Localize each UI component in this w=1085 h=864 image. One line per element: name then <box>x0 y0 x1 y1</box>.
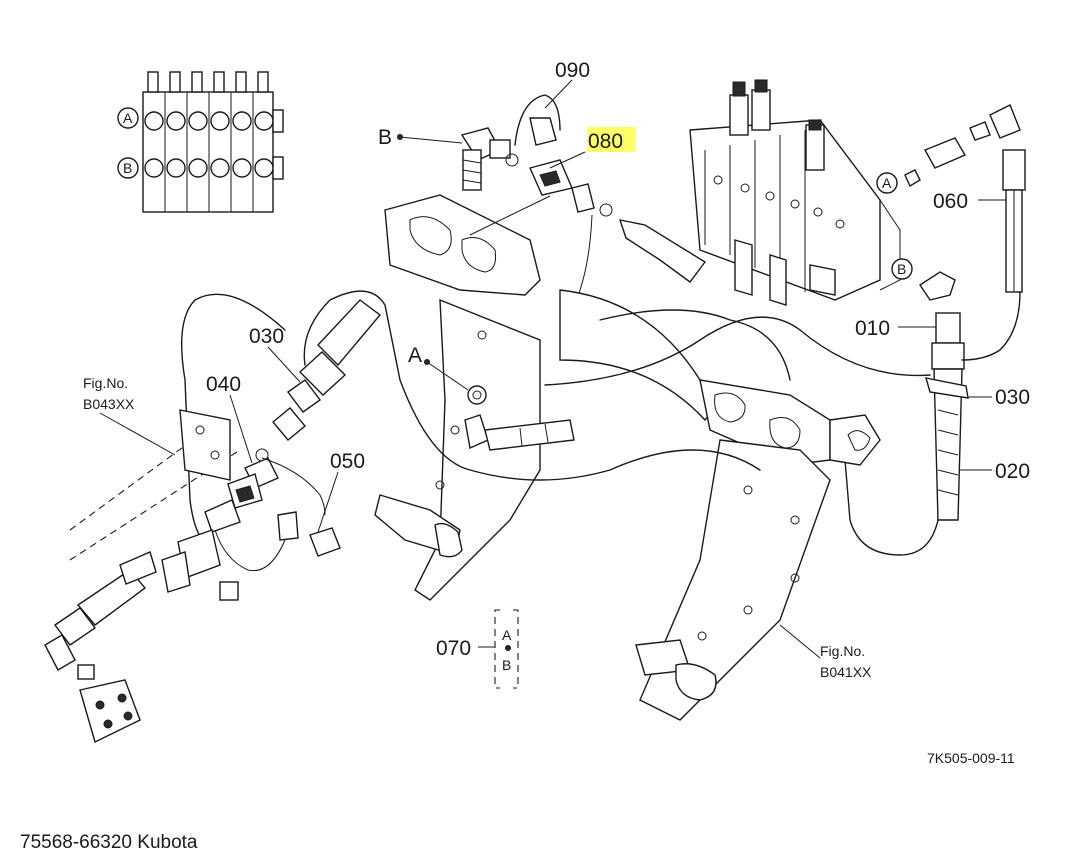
hose-assembly-020 <box>844 291 1021 556</box>
callout-080: 080 <box>588 130 623 153</box>
callout-070: 070 <box>436 637 471 660</box>
callout-030-left: 030 <box>249 325 284 348</box>
callout-050: 050 <box>330 450 365 473</box>
upper-fittings <box>460 94 707 325</box>
group-070-bracket <box>478 609 519 689</box>
fig-ref-left-label: Fig.No. <box>83 375 128 391</box>
callout-030-right: 030 <box>995 386 1030 409</box>
fig-ref-left-code: B043XX <box>83 396 135 412</box>
control-valve-assembly <box>689 79 901 306</box>
highlight-080 <box>587 127 635 152</box>
leader-lines <box>99 79 1006 659</box>
group-070-letter-a: A <box>502 627 512 643</box>
part-number-caption: 75568-66320 Kubota <box>20 832 198 853</box>
drawing-code: 7K505-009-11 <box>927 750 1015 766</box>
callout-020: 020 <box>995 460 1030 483</box>
group-070-letter-b: B <box>502 657 511 673</box>
cap-090 <box>529 117 557 146</box>
fig-ref-right-label: Fig.No. <box>820 643 865 659</box>
inset-port-b-marker <box>117 157 139 179</box>
hose-060 <box>1002 149 1026 293</box>
callout-060: 060 <box>933 190 968 213</box>
hydraulic-lines <box>181 290 931 546</box>
callout-090: 090 <box>555 59 590 82</box>
ref-letter-a: A <box>408 344 422 367</box>
callout-040: 040 <box>206 373 241 396</box>
pipe-a <box>464 385 575 451</box>
inset-port-a-marker <box>117 107 139 129</box>
valve-port-a-letter: A <box>882 175 892 191</box>
inset-port-a-letter: A <box>123 110 133 126</box>
lower-left-cylinder <box>44 409 241 743</box>
valve-port-b-letter: B <box>897 261 906 277</box>
ref-letter-b: B <box>378 126 392 149</box>
fig-ref-right-code: B041XX <box>820 664 872 680</box>
valve-port-b: B <box>891 258 956 301</box>
callout-010: 010 <box>855 317 890 340</box>
inset-port-b-letter: B <box>123 160 132 176</box>
valve-inset-schematic: A B <box>117 71 284 213</box>
valve-port-a: A <box>876 104 1021 194</box>
left-hose-assembly <box>161 299 382 601</box>
